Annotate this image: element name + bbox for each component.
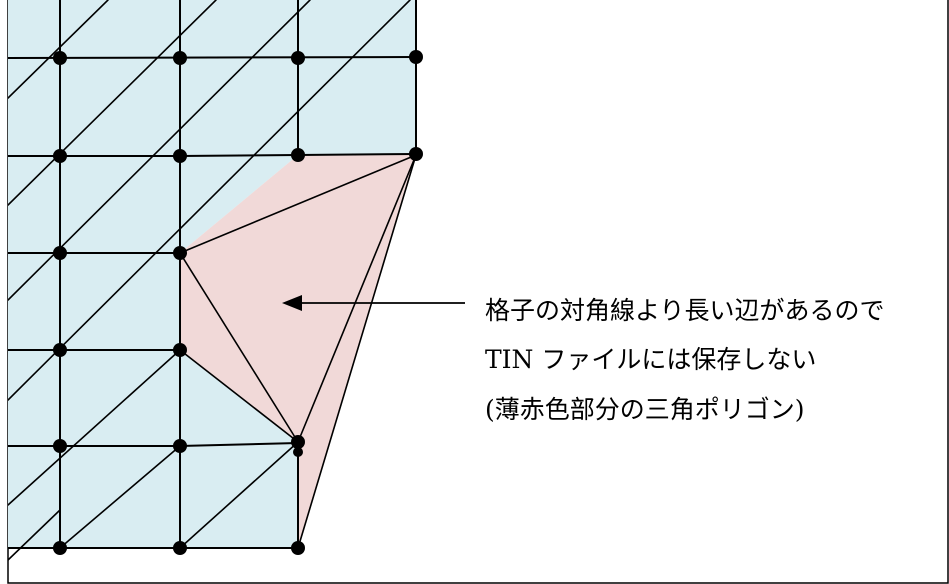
annotation-arrow — [282, 295, 465, 311]
excluded-triangle-region — [180, 155, 416, 548]
grid-horizontals — [8, 56, 417, 549]
mesh-nodes — [53, 50, 423, 555]
annotation-line-3: (薄赤色部分の三角ポリゴン) — [485, 395, 805, 424]
grid-area — [8, 0, 416, 548]
annotation-line-1: 格子の対角線より長い辺があるので — [485, 296, 885, 325]
grid-verticals — [59, 0, 417, 549]
annotation-line-2: TIN ファイルには保存しない — [485, 345, 817, 374]
excluded-triangle-edges — [179, 154, 417, 549]
